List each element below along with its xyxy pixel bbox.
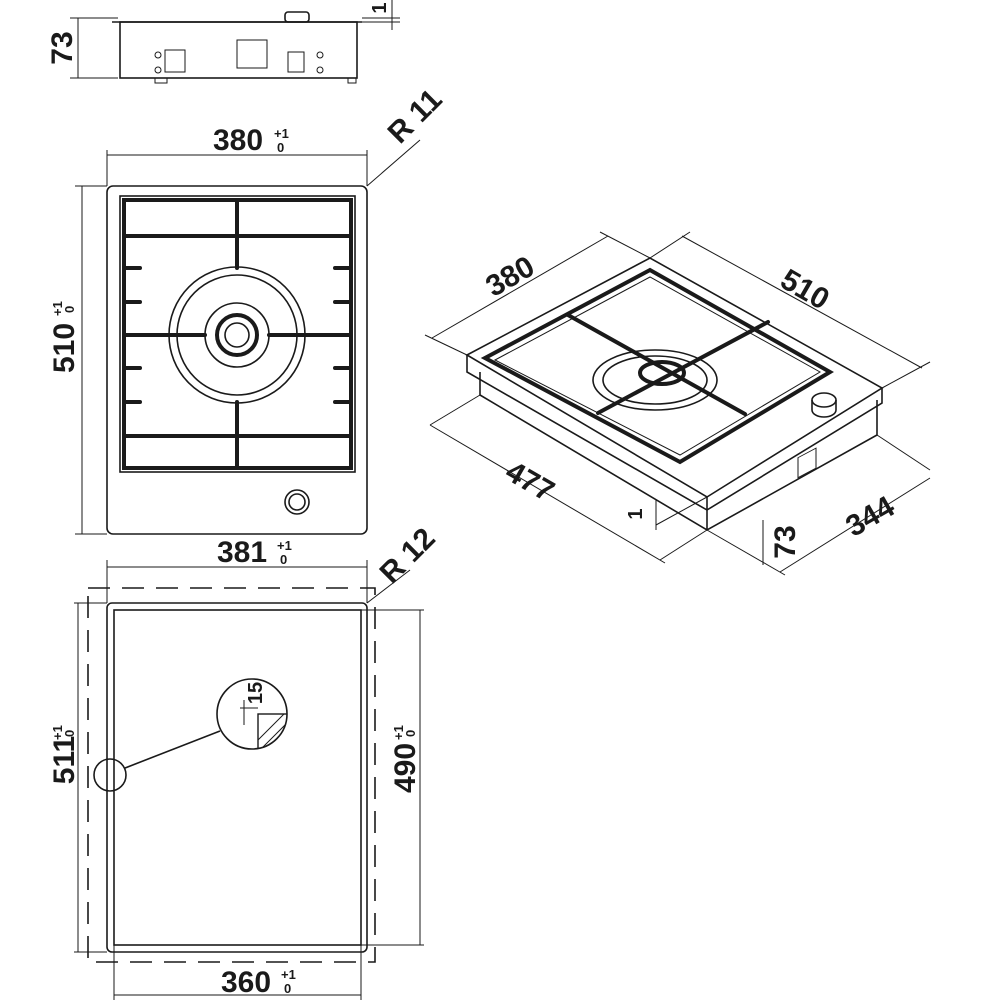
cutout-outer-depth-label: 511 (48, 736, 81, 784)
tol-upper: +1 (50, 301, 65, 316)
burner-icon (168, 266, 306, 404)
cutout-inner-width-label: 360 (221, 966, 271, 999)
detail-callout: 15 (93, 678, 288, 792)
tol-lower: 0 (62, 306, 77, 313)
iso-cutout-width-label: 344 (840, 490, 900, 544)
knob-icon (284, 11, 310, 23)
cutout-inner-depth-label: 490 (389, 743, 422, 793)
side-offset-label: 1 (369, 2, 391, 13)
tol-lower: 0 (284, 981, 291, 996)
tol-upper: +1 (274, 126, 289, 141)
tol-lower: 0 (277, 140, 284, 155)
iso-offset-label: 1 (625, 508, 647, 519)
tol-lower: 0 (403, 730, 418, 737)
iso-height-label: 73 (769, 525, 802, 558)
tol-upper: +1 (277, 538, 292, 553)
tol-upper: +1 (391, 725, 406, 740)
side-view: 73 1 (46, 0, 400, 84)
knob-icon (811, 392, 837, 418)
iso-depth-label: 510 (775, 263, 835, 317)
knob-icon (284, 489, 310, 515)
side-height-label: 73 (46, 31, 79, 64)
tol-upper: +1 (50, 725, 65, 740)
tol-upper: +1 (281, 967, 296, 982)
top-depth-label: 510 (48, 323, 81, 373)
detail-dimension-label: 15 (245, 682, 267, 704)
cutout-width-label: 381 (217, 536, 267, 569)
top-width-label: 380 (213, 124, 263, 157)
top-view: 380 +1 0 R 11 510 +1 0 (48, 83, 449, 535)
top-radius-label: R 11 (382, 83, 449, 150)
tol-lower: 0 (280, 552, 287, 567)
iso-cutout-depth-label: 477 (500, 455, 560, 509)
iso-width-label: 380 (480, 250, 540, 304)
cutout-radius-label: R 12 (374, 522, 442, 590)
isometric-view: 380 510 477 344 73 1 (424, 231, 931, 576)
burner-icon (638, 360, 686, 386)
tol-lower: 0 (62, 730, 77, 737)
cutout-view: 381 +1 0 R 12 511 +1 0 490 +1 0 360 +1 0 (48, 522, 442, 1000)
